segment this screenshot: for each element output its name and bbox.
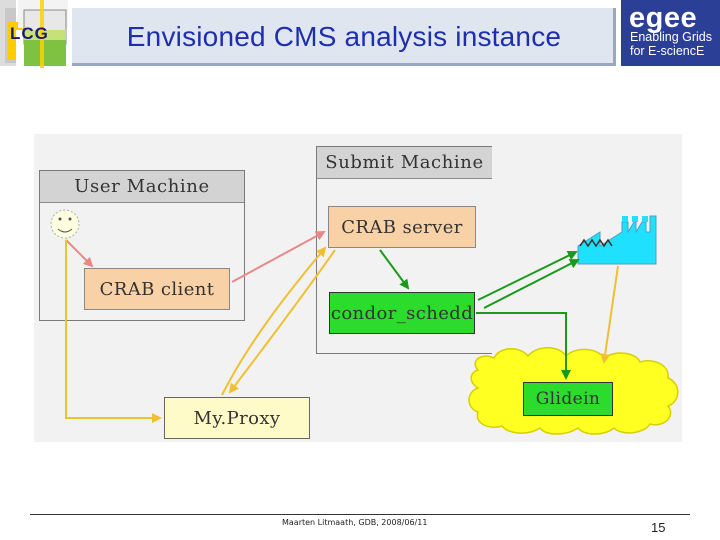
myproxy-node: My.Proxy [164,397,310,439]
egee-logo-word: egee [629,2,698,34]
page-title: Envisioned CMS analysis instance [126,21,562,52]
crab-server-node: CRAB server [328,206,476,248]
arrow-crab-client-to-server [231,231,326,283]
user-icon [50,209,80,239]
arrow-schedd-to-glidein [476,312,571,380]
lcg-logo: LCG [0,0,70,68]
arrow-site-to-glidein [600,265,619,364]
crab-client-node: CRAB client [84,268,230,310]
title-bar [72,8,616,66]
arrow-user-to-crab-client [65,239,94,268]
arrow-server-to-schedd [379,249,410,290]
user-machine-label: User Machine [40,171,244,203]
condor-schedd-node: condor_schedd [329,292,475,334]
submit-machine-label: Submit Machine [317,147,492,179]
grid-site-icon [577,215,657,265]
lcg-logo-text: LCG [10,24,49,43]
glidein-node: Glidein [523,382,613,416]
egee-tagline-1: Enabling Grids [630,30,712,44]
page-number: 15 [651,520,666,535]
egee-tagline-2: for E-sciencE [630,44,705,58]
arrow-server-to-myproxy [228,249,336,394]
footer-divider [30,514,690,515]
arrow-myproxy-to-server [221,246,327,396]
footer-credit: Maarten Litmaath, GDB, 2008/06/11 [282,518,428,527]
arrow-schedd-to-site-a [477,251,578,301]
egee-logo: egee Enabling Grids for E-sciencE [621,0,720,66]
arrow-schedd-to-site-b [483,259,580,309]
arrow-user-to-myproxy [65,240,162,423]
